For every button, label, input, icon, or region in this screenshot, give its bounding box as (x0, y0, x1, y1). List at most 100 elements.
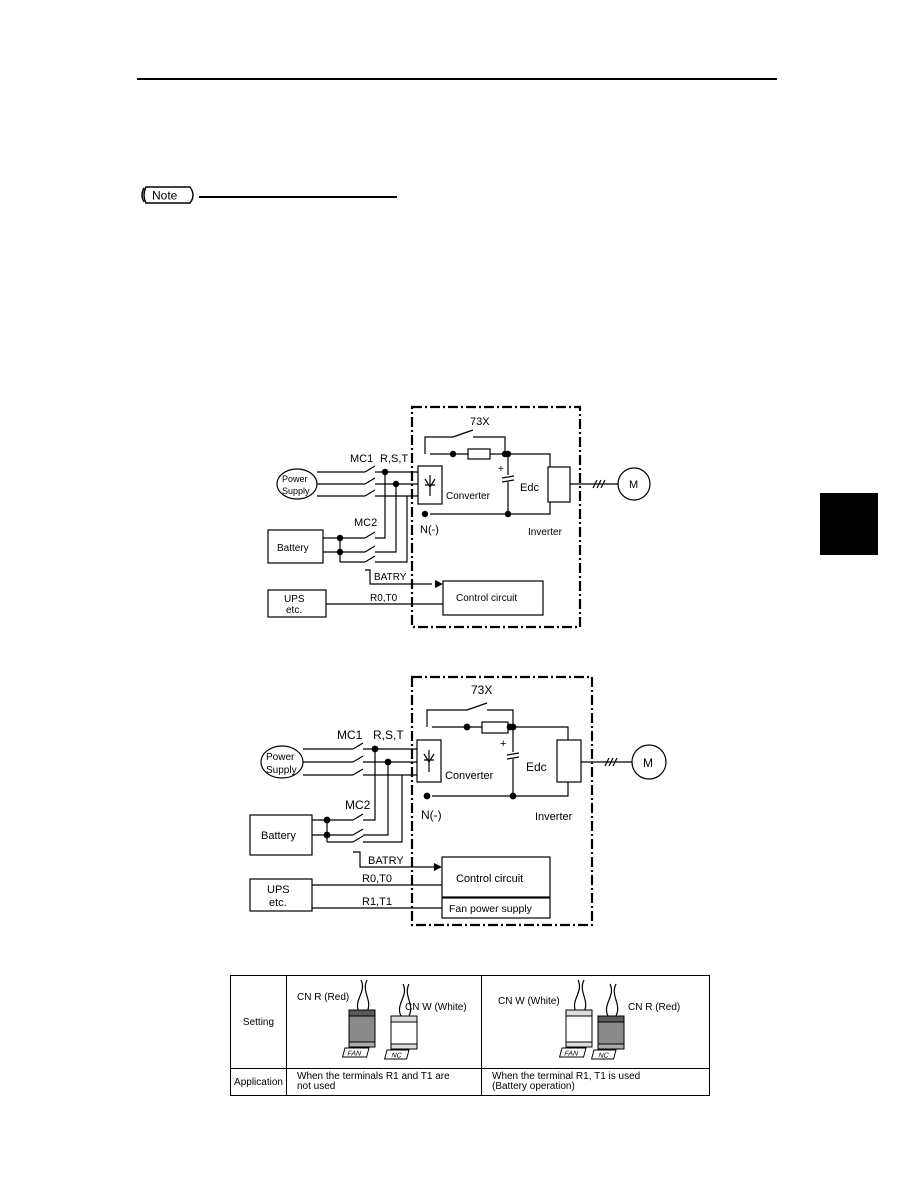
supply-wires (303, 748, 353, 776)
motor (631, 744, 667, 780)
diode-symbol (423, 750, 435, 772)
label-batry: BATRY (368, 855, 404, 867)
setting-cell-normal: FAN NC CN R (Red) CN W (White) (286, 975, 482, 1069)
contactor-73x-switch (452, 429, 474, 438)
converter-block (416, 739, 442, 783)
label-73x: 73X (471, 683, 492, 697)
label-ups: UPS (284, 594, 305, 605)
connector-socket-fan (565, 1041, 593, 1048)
junction-dot (423, 792, 431, 800)
junction-dot (449, 450, 457, 458)
label-power: Power (266, 752, 295, 763)
label-ups-etc: etc. (269, 897, 287, 909)
converter-block (417, 465, 443, 505)
label-n-minus: N(-) (421, 808, 442, 822)
label-converter: Converter (446, 491, 491, 502)
dc-bus-negative (430, 502, 551, 515)
table-row-application: Application When the terminals R1 and T1… (230, 1068, 710, 1096)
inverter-enclosure (410, 675, 594, 927)
dc-bus-positive (432, 726, 569, 740)
motor (617, 467, 651, 501)
connector-socket-nc (390, 1043, 418, 1050)
label-battery: Battery (261, 830, 296, 842)
control-circuit-box (442, 580, 544, 616)
label-mc2: MC2 (345, 798, 371, 812)
setting-row-header: Setting (230, 975, 287, 1069)
charging-resistor (481, 721, 509, 734)
wiring-diagram-fan-supply: 73X MC1 R,S,T Power Supply Converter + E… (249, 675, 667, 927)
label-cn-w-white: CN W (White) (498, 996, 560, 1007)
control-circuit-box (441, 856, 551, 898)
dc-bus-negative (432, 782, 569, 797)
junction-dot (509, 792, 517, 800)
label-mc1: MC1 (350, 453, 373, 465)
wire-pair-left (574, 979, 587, 1013)
setting-cell-battery: FAN NC CN W (White) CN R (Red) (481, 975, 710, 1069)
junction-dot (336, 534, 344, 542)
ups-output-wires (312, 884, 442, 909)
bypass-wire (426, 709, 514, 727)
label-inverter: Inverter (528, 527, 563, 538)
tag-nc: NC (597, 1052, 609, 1060)
note-rule (199, 196, 397, 198)
connector-cn-w-top (390, 1015, 418, 1023)
label-73x: 73X (470, 416, 490, 428)
dc-capacitor (506, 727, 520, 796)
wire-pair-right (606, 983, 619, 1017)
label-control-circuit: Control circuit (456, 873, 523, 885)
battery-wires (312, 819, 353, 843)
junction-dot (504, 450, 512, 458)
label-converter: Converter (445, 770, 494, 782)
note-badge: Note (141, 186, 194, 204)
connector-socket-fan (348, 1041, 376, 1048)
label-cn-w-white: CN W (White) (405, 1002, 467, 1013)
battery-wires (323, 537, 365, 563)
label-r0t0: R0,T0 (362, 873, 392, 885)
label-rst: R,S,T (373, 728, 404, 742)
label-plus: + (498, 464, 504, 475)
label-supply: Supply (282, 486, 310, 496)
wire-pair-left (357, 979, 370, 1013)
label-edc: Edc (526, 760, 547, 774)
label-ups: UPS (267, 884, 290, 896)
label-ups-etc: etc. (286, 605, 302, 616)
inverter-block (547, 466, 571, 503)
application-battery-line2: (Battery operation) (492, 1081, 575, 1092)
tag-fan: FAN (563, 1050, 579, 1058)
connector-socket-nc (597, 1043, 625, 1050)
label-inverter: Inverter (535, 811, 573, 823)
tag-fan: FAN (346, 1050, 362, 1058)
connector-cn-r-top (348, 1009, 376, 1017)
tag-nc-box (590, 1049, 617, 1060)
label-n-minus: N(-) (420, 524, 439, 536)
header-rule (137, 78, 777, 80)
label-motor: M (643, 756, 653, 770)
inverter-enclosure (410, 405, 582, 629)
wiring-diagram-battery-ups: 73X MC1 R,S,T Power Supply Converter + E… (267, 405, 651, 629)
wire-pair-right (399, 983, 412, 1017)
label-batry: BATRY (374, 572, 407, 583)
connector-illustration-normal: FAN NC CN R (Red) CN W (White) (297, 979, 467, 1060)
diode-symbol (424, 475, 436, 496)
label-supply: Supply (266, 765, 297, 776)
tag-fan-box (558, 1047, 587, 1058)
application-normal-line1: When the terminals R1 and T1 are (297, 1071, 450, 1082)
tag-nc-box (383, 1049, 410, 1060)
label-battery: Battery (277, 543, 309, 554)
table-row-setting: Setting FAN NC (230, 975, 710, 1069)
junction-dot (371, 745, 379, 753)
tag-fan-box (341, 1047, 370, 1058)
ups-box (249, 878, 313, 912)
mc2-output-wires (363, 749, 403, 843)
battery-box (267, 529, 324, 564)
contactor-73x-switch (466, 702, 488, 711)
connector-cn-r-top (597, 1015, 625, 1023)
junction-dot (504, 510, 512, 518)
note-badge-frame (143, 186, 194, 204)
label-cn-r-red: CN R (Red) (297, 992, 349, 1003)
chapter-tab (820, 493, 878, 555)
label-power: Power (282, 474, 308, 484)
batry-arrow (434, 863, 442, 871)
label-r1t1: R1,T1 (362, 896, 392, 908)
connector-setting-table: Setting FAN NC (230, 975, 710, 1096)
